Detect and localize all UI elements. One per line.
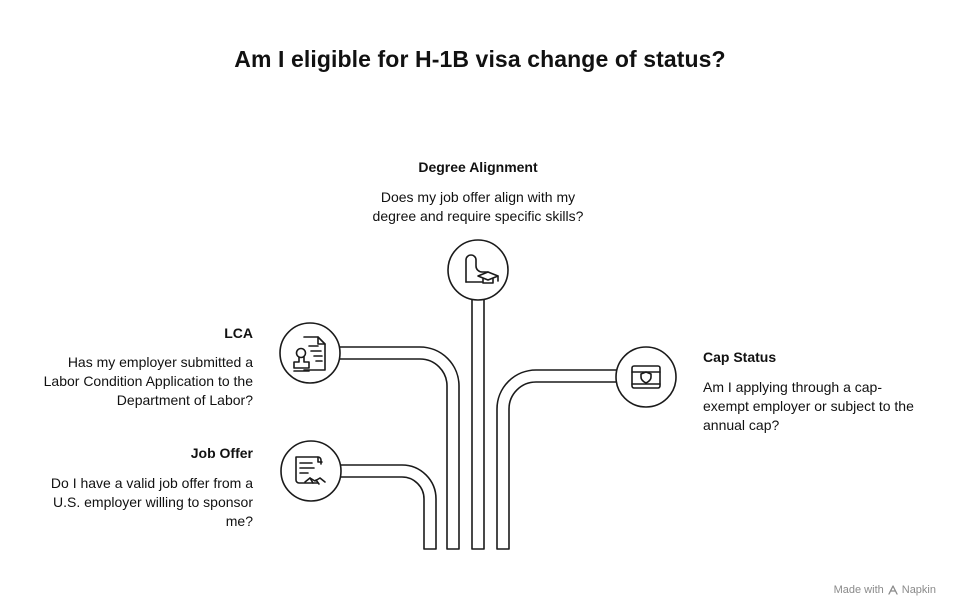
document-stamp-icon — [279, 322, 341, 384]
lca-heading: LCA — [224, 325, 253, 341]
lca-desc-line-2: Labor Condition Application to the — [43, 373, 253, 389]
degree-connector — [471, 297, 485, 550]
job-offer-desc-line-3: me? — [225, 513, 253, 529]
graduate-icon — [447, 239, 509, 301]
watermark-brand: Napkin — [901, 584, 936, 596]
job-offer-connector — [340, 464, 437, 550]
job-offer-heading: Job Offer — [190, 445, 253, 461]
page-title: Am I eligible for H-1B visa change of st… — [234, 46, 726, 72]
shield-card-icon — [615, 346, 677, 408]
degree-desc-line-1: Does my job offer align with my — [380, 189, 576, 205]
lca-desc-line-3: Department of Labor? — [116, 392, 253, 408]
job-offer-desc-line-2: U.S. employer willing to sponsor — [53, 494, 253, 510]
cap-description: Am I applying through a cap- exempt empl… — [703, 378, 953, 435]
lca-desc-line-1: Has my employer submitted a — [67, 354, 253, 370]
contract-handshake-icon — [280, 440, 342, 502]
watermark-prefix: Made with — [833, 584, 884, 596]
degree-desc-line-2: degree and require specific skills? — [372, 208, 584, 224]
lca-description: Has my employer submitted a Labor Condit… — [13, 353, 253, 410]
napkin-watermark: Made with Napkin — [834, 584, 936, 596]
cap-desc-line-2: exempt employer or subject to the — [703, 398, 914, 414]
cap-desc-line-3: annual cap? — [703, 417, 780, 433]
napkin-logo-icon — [888, 585, 898, 595]
cap-heading: Cap Status — [703, 349, 777, 365]
job-offer-desc-line-1: Do I have a valid job offer from a — [50, 475, 253, 491]
cap-desc-line-1: Am I applying through a cap- — [703, 379, 882, 395]
job-offer-description: Do I have a valid job offer from a U.S. … — [13, 474, 253, 531]
lca-connector — [338, 346, 460, 550]
degree-description: Does my job offer align with my degree a… — [338, 188, 618, 226]
cap-connector — [496, 369, 618, 550]
degree-heading: Degree Alignment — [418, 159, 538, 175]
